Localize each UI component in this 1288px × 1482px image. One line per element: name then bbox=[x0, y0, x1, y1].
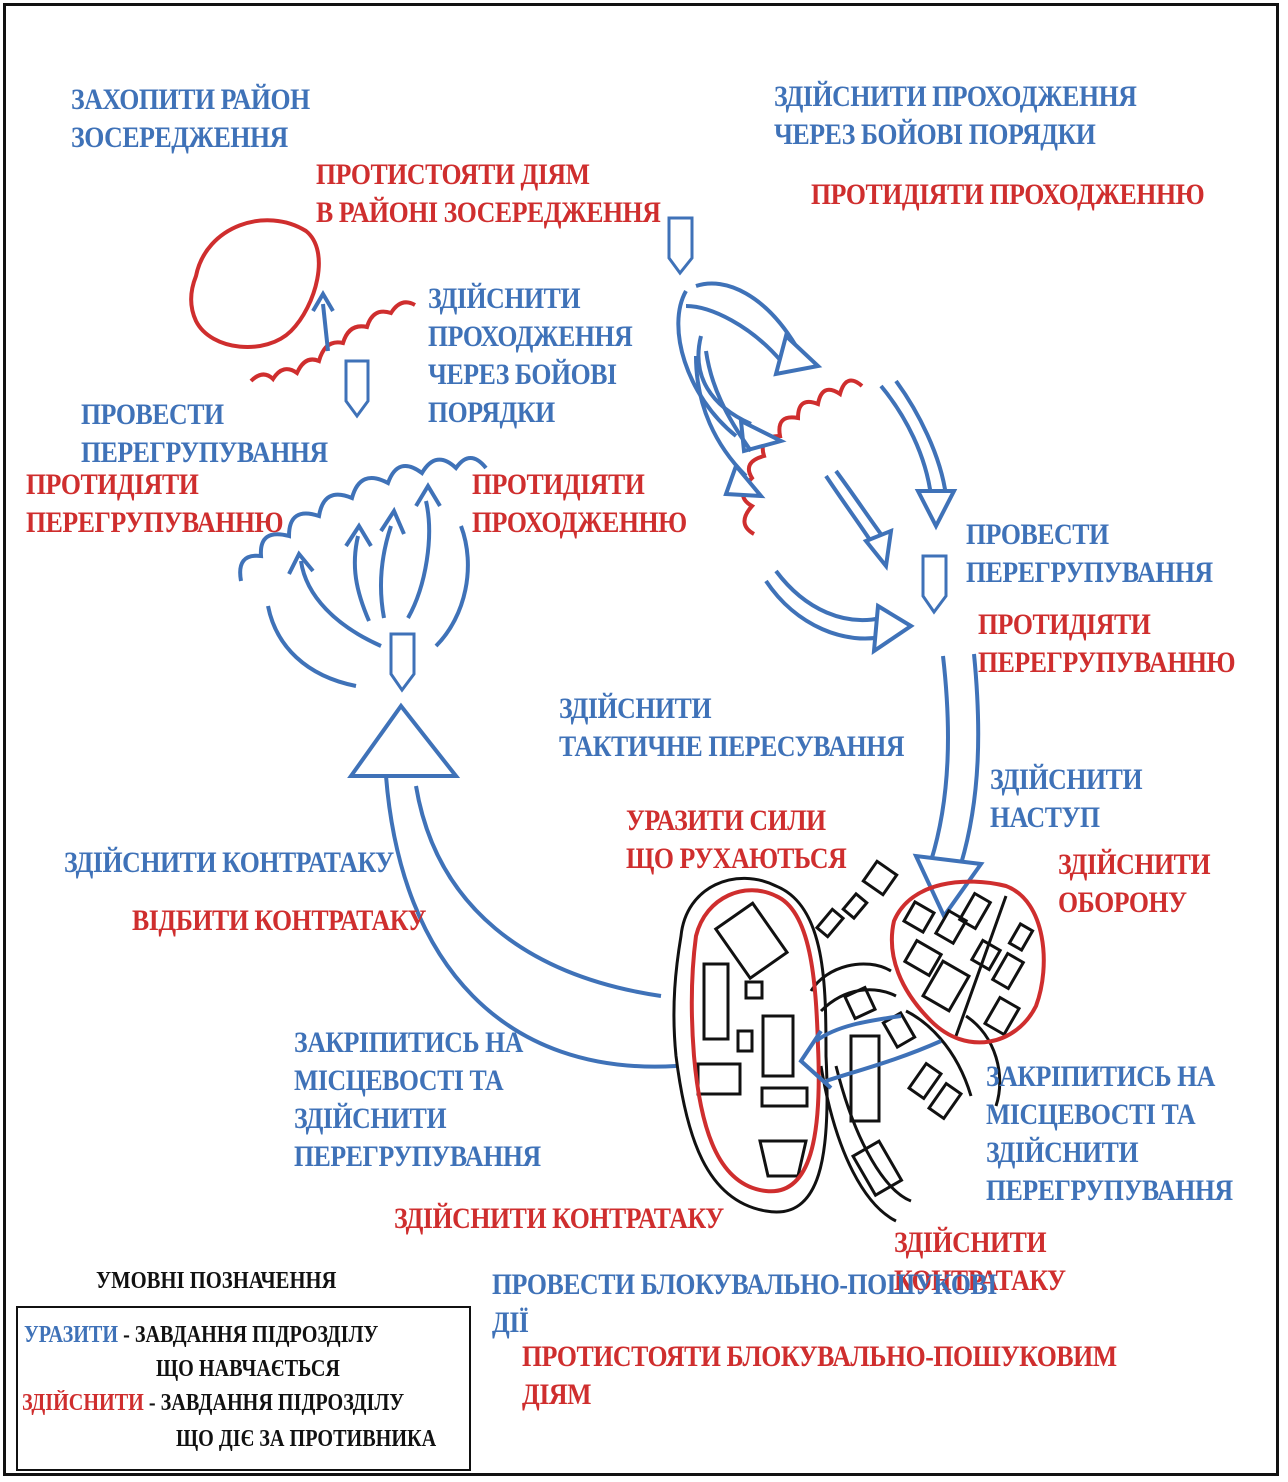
label-pass-through-mid: ЗДІЙСНИТИ ПРОХОДЖЕННЯ ЧЕРЕЗ БОЙОВІ ПОРЯД… bbox=[428, 282, 633, 429]
label-pass-through-top: ЗДІЙСНИТИ ПРОХОДЖЕННЯ ЧЕРЕЗ БОЙОВІ ПОРЯД… bbox=[774, 80, 1137, 151]
label-counter-passage-top: ПРОТИДІЯТИ ПРОХОДЖЕННЮ bbox=[811, 178, 1205, 211]
legend-blue-key: УРАЗИТИ bbox=[24, 1322, 119, 1348]
settlement-defense-outline bbox=[689, 888, 821, 1194]
defense-area-outline bbox=[889, 879, 1046, 1045]
label-regroup-left: ПРОВЕСТИ ПЕРЕГРУПУВАННЯ bbox=[81, 398, 328, 469]
label-capture-area: ЗАХОПИТИ РАЙОН ЗОСЕРЕДЖЕННЯ bbox=[71, 83, 310, 154]
legend-red-key: ЗДІЙСНИТИ bbox=[22, 1390, 144, 1416]
label-defense: ЗДІЙСНИТИ ОБОРОНУ bbox=[1058, 848, 1211, 919]
legend-row-blue: УРАЗИТИ - ЗАВДАННЯ ПІДРОЗДІЛУ bbox=[24, 1322, 378, 1349]
legend-row-red: ЗДІЙСНИТИ - ЗАВДАННЯ ПІДРОЗДІЛУ bbox=[22, 1390, 404, 1417]
label-counterattack-red-right: ЗДІЙСНИТИ КОНТРАТАКУ bbox=[894, 1226, 1066, 1297]
legend-red-desc-1: - ЗАВДАННЯ ПІДРОЗДІЛУ bbox=[143, 1390, 405, 1416]
label-offensive: ЗДІЙСНИТИ НАСТУП bbox=[990, 763, 1143, 834]
regroup-arrows-left bbox=[266, 482, 470, 688]
tactical-move-arrow bbox=[912, 653, 985, 920]
legend-red-desc-2: ЩО ДІЄ ЗА ПРОТИВНИКА bbox=[176, 1426, 437, 1452]
label-repel-counterattack: ВІДБИТИ КОНТРАТАКУ bbox=[132, 904, 427, 937]
label-strike-moving: УРАЗИТИ СИЛИ ЩО РУХАЮТЬСЯ bbox=[626, 804, 847, 875]
legend-blue-desc-1: - ЗАВДАННЯ ПІДРОЗДІЛУ bbox=[118, 1322, 379, 1348]
unit-marker-mid-left bbox=[389, 632, 416, 693]
tactical-cycle-diagram: ЗАХОПИТИ РАЙОН ЗОСЕРЕДЖЕННЯ ПРОТИСТОЯТИ … bbox=[3, 3, 1279, 1476]
concentration-area-outline bbox=[189, 218, 321, 349]
counterattack-arrow bbox=[347, 702, 677, 1069]
label-tactical-move: ЗДІЙСНИТИ ТАКТИЧНЕ ПЕРЕСУВАННЯ bbox=[559, 692, 905, 763]
label-resist-block-search: ПРОТИСТОЯТИ БЛОКУВАЛЬНО-ПОШУКОВИМ ДІЯМ bbox=[522, 1340, 1117, 1411]
unit-marker-top-right bbox=[667, 216, 694, 276]
entry-arrow bbox=[321, 303, 330, 352]
label-counterattack-red-left: ЗДІЙСНИТИ КОНТРАТАКУ bbox=[394, 1202, 724, 1235]
passage-arrows bbox=[676, 281, 958, 656]
label-counter-regroup-left: ПРОТИДІЯТИ ПЕРЕГРУПУВАННЮ bbox=[26, 468, 284, 539]
label-counterattack-blue: ЗДІЙСНИТИ КОНТРАТАКУ bbox=[64, 846, 394, 879]
consolidation-arrow bbox=[798, 1014, 942, 1090]
label-consolidate-right: ЗАКРІПИТИСЬ НА МІСЦЕВОСТІ ТА ЗДІЙСНИТИ П… bbox=[986, 1060, 1233, 1207]
unit-marker-mid-right bbox=[921, 554, 948, 615]
legend-title: УМОВНІ ПОЗНАЧЕННЯ bbox=[96, 1268, 337, 1294]
label-resist-in-area: ПРОТИСТОЯТИ ДІЯМ В РАЙОНІ ЗОСЕРЕДЖЕННЯ bbox=[316, 158, 661, 229]
unit-marker-top-left bbox=[344, 359, 370, 419]
enemy-order-line-left bbox=[238, 456, 488, 582]
legend-box: УРАЗИТИ - ЗАВДАННЯ ПІДРОЗДІЛУ ЩО НАВЧАЄТ… bbox=[16, 1306, 471, 1471]
legend-blue-desc-2: ЩО НАВЧАЄТЬСЯ bbox=[156, 1356, 340, 1382]
label-counter-regroup-right: ПРОТИДІЯТИ ПЕРЕГРУПУВАННЮ bbox=[978, 608, 1236, 679]
label-regroup-right: ПРОВЕСТИ ПЕРЕГРУПУВАННЯ bbox=[966, 518, 1213, 589]
enemy-order-line-right bbox=[741, 378, 864, 536]
label-consolidate-left: ЗАКРІПИТИСЬ НА МІСЦЕВОСТІ ТА ЗДІЙСНИТИ П… bbox=[294, 1026, 541, 1173]
label-counter-passage-mid: ПРОТИДІЯТИ ПРОХОДЖЕННЮ bbox=[472, 468, 687, 539]
label-block-search: ПРОВЕСТИ БЛОКУВАЛЬНО-ПОШУКОВІ ДІЇ bbox=[492, 1268, 997, 1339]
diagram-graphics bbox=[189, 216, 1046, 1223]
